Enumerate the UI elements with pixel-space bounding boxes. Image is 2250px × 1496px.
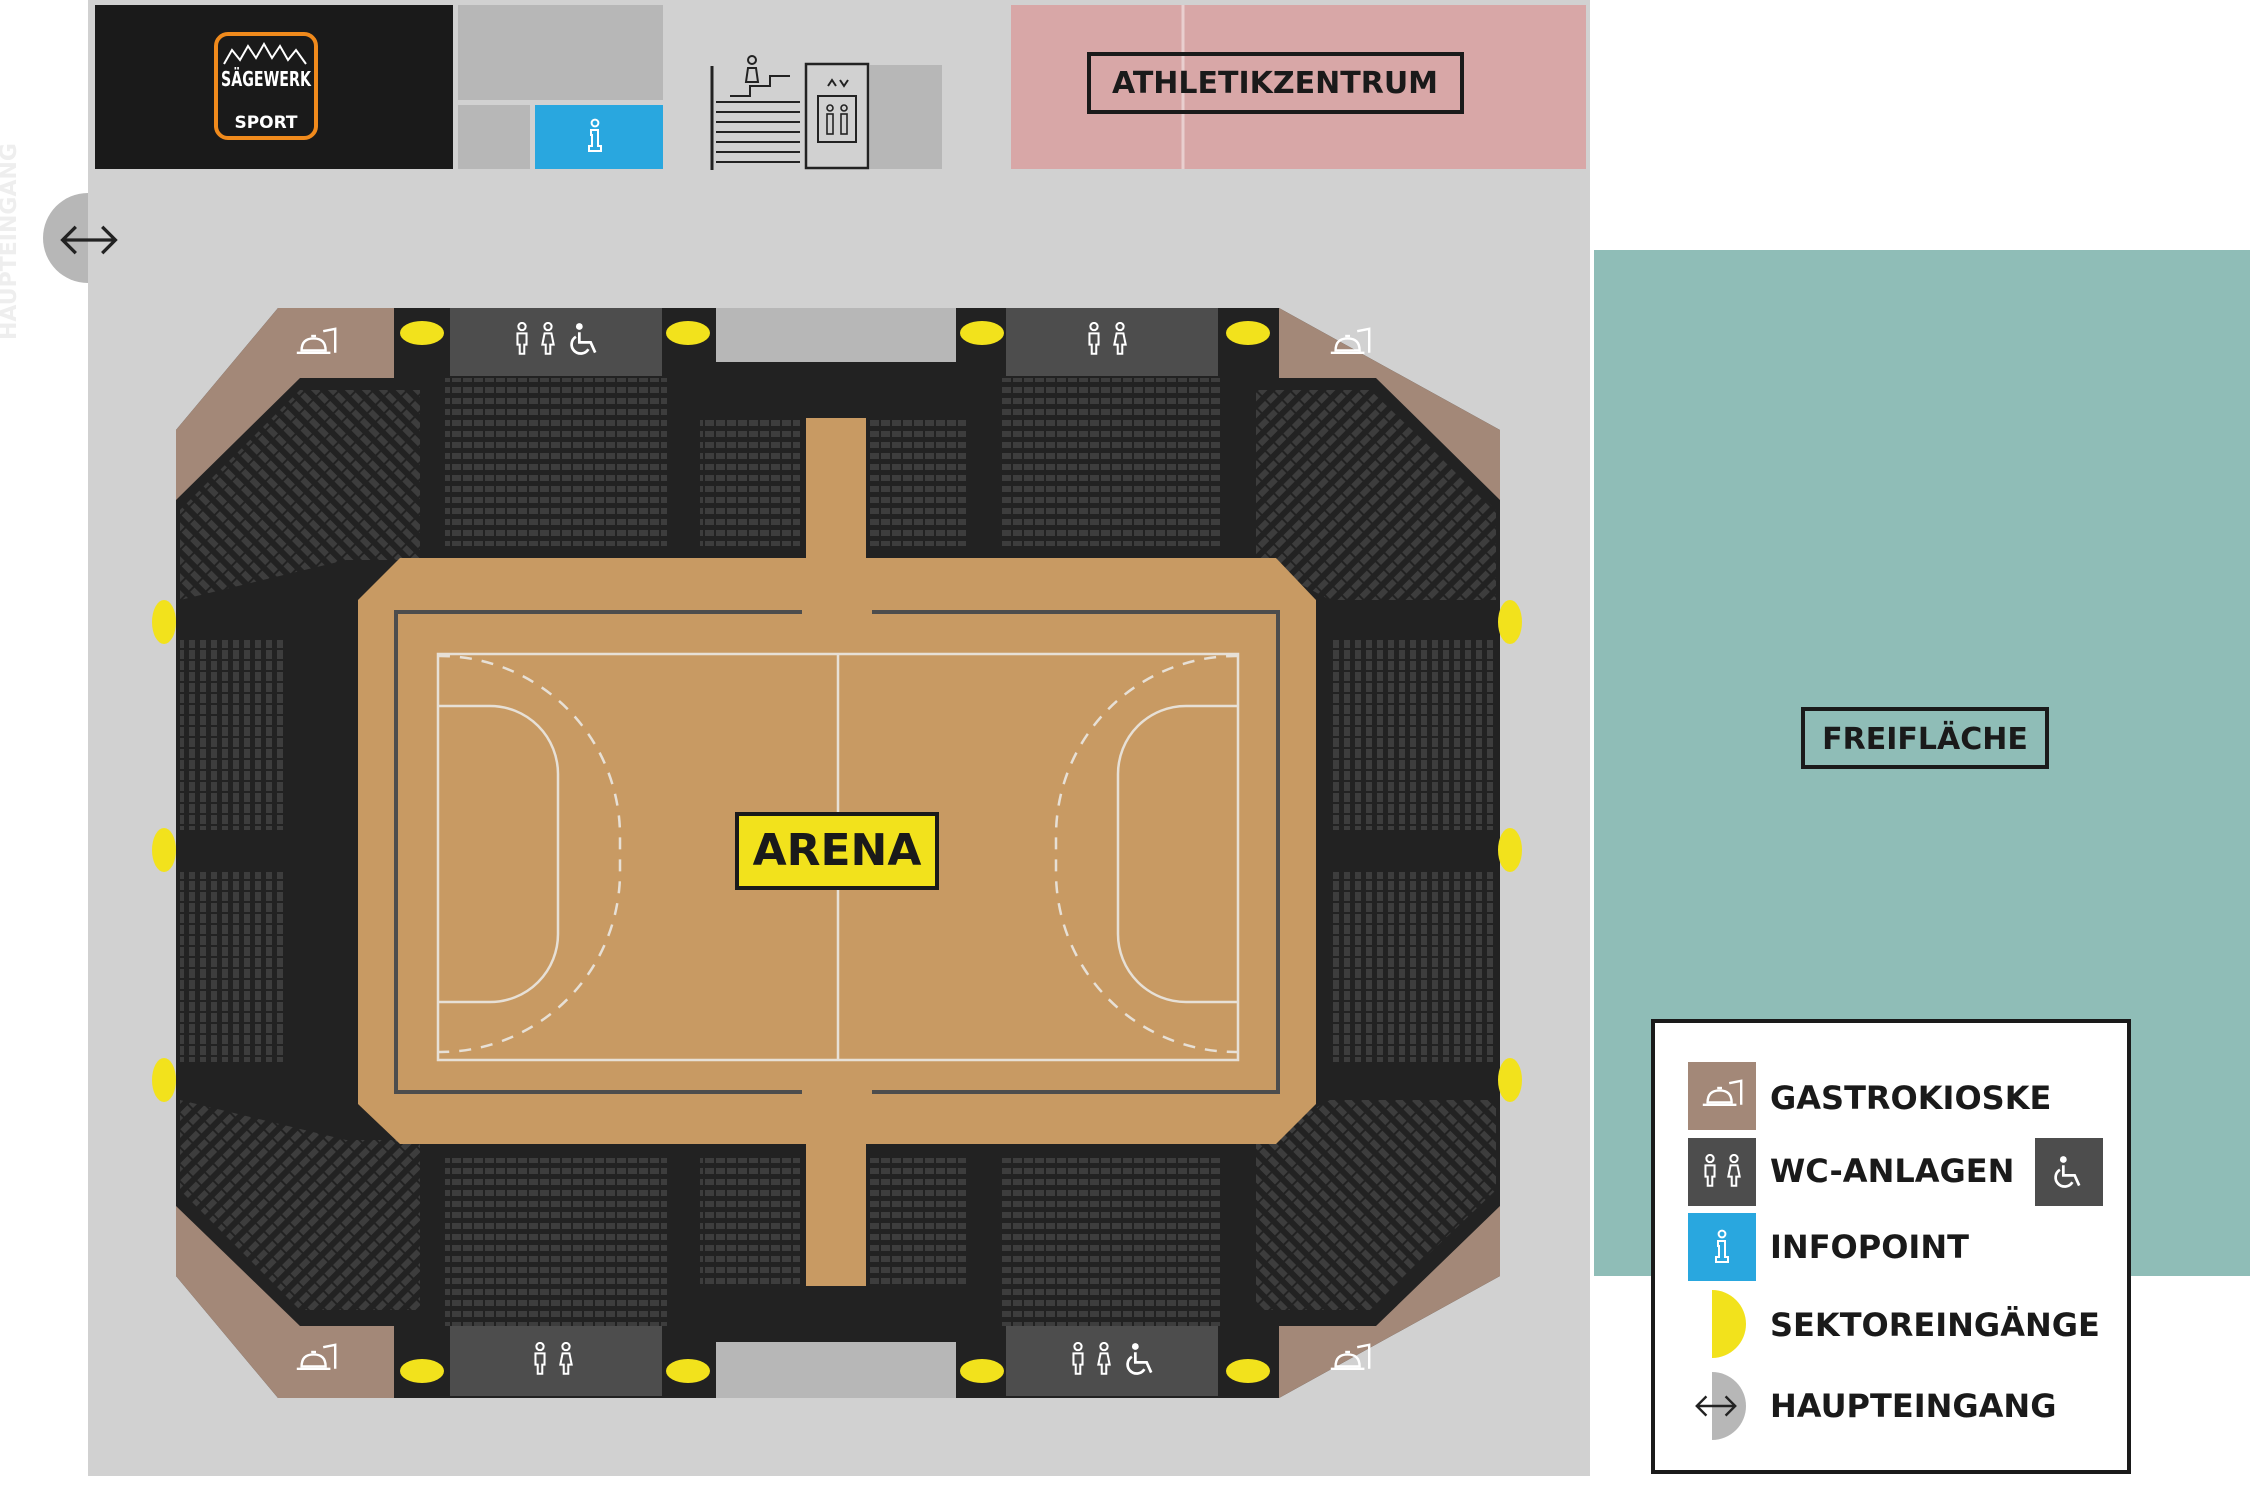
seat-block bbox=[1000, 378, 1222, 546]
court-lines bbox=[436, 652, 1240, 1062]
sector-entrance[interactable] bbox=[1226, 321, 1270, 345]
sector-entrance[interactable] bbox=[666, 321, 710, 345]
seat-block bbox=[180, 1100, 420, 1310]
seat-block bbox=[1000, 1158, 1222, 1326]
sector-entrance[interactable] bbox=[1498, 828, 1522, 872]
stairs-icon bbox=[710, 55, 800, 170]
seat-block bbox=[1256, 390, 1496, 600]
logo-bottom-text: SPORT bbox=[234, 113, 297, 133]
athletikzentrum-label-text: ATHLETIKZENTRUM bbox=[1112, 66, 1438, 101]
sector-entrance[interactable] bbox=[400, 321, 444, 345]
seat-block bbox=[1330, 872, 1496, 1062]
legend-label: HAUPTEINGANG bbox=[1770, 1387, 2056, 1425]
service-area-top bbox=[458, 5, 663, 100]
sector-entrance[interactable] bbox=[1226, 1359, 1270, 1383]
athletikzentrum-label: ATHLETIKZENTRUM bbox=[1087, 52, 1464, 114]
sector-entrance[interactable] bbox=[960, 321, 1004, 345]
seat-block bbox=[1330, 640, 1496, 830]
restroom-bottom-left[interactable] bbox=[450, 1326, 662, 1396]
sector-entrance[interactable] bbox=[666, 1359, 710, 1383]
athletikzentrum-area[interactable] bbox=[1011, 5, 1586, 169]
seat-block bbox=[868, 418, 966, 546]
gray-block-bottom bbox=[716, 1342, 956, 1398]
seat-block bbox=[445, 378, 667, 546]
sector-entrance[interactable] bbox=[152, 600, 176, 644]
sector-entrance[interactable] bbox=[960, 1359, 1004, 1383]
legend-label: SEKTOREINGÄNGE bbox=[1770, 1306, 2100, 1344]
main-entrance-marker[interactable] bbox=[43, 193, 118, 283]
arena-label-text: ARENA bbox=[753, 825, 922, 876]
legend-label: WC-ANLAGEN bbox=[1770, 1152, 2014, 1190]
seat-block bbox=[1256, 1100, 1496, 1310]
freiflaeche-label-text: FREIFLÄCHE bbox=[1822, 721, 2028, 757]
sector-entrances[interactable] bbox=[152, 321, 1522, 1383]
service-area-small bbox=[458, 105, 530, 169]
logo-top-text: SÄGEWERK bbox=[221, 67, 312, 91]
gastro-kiosk[interactable] bbox=[176, 308, 394, 500]
legend-swatch-info bbox=[1688, 1213, 1756, 1281]
legend-swatch-wheelchair bbox=[2035, 1138, 2103, 1206]
sector-entrance[interactable] bbox=[152, 1058, 176, 1102]
elevator-icon bbox=[804, 62, 870, 170]
gastro-kiosk[interactable] bbox=[1279, 1206, 1500, 1398]
seat-blocks bbox=[180, 378, 1496, 1326]
sector-entrance[interactable] bbox=[1498, 1058, 1522, 1102]
seat-block bbox=[445, 1158, 667, 1326]
saegewerk-logo[interactable]: SÄGEWERK SPORT bbox=[214, 32, 318, 140]
legend-label: INFOPOINT bbox=[1770, 1228, 1969, 1266]
side-vertical-text: HAUPTEINGANG bbox=[0, 143, 22, 340]
sector-entrance[interactable] bbox=[400, 1359, 444, 1383]
seat-block bbox=[180, 640, 288, 830]
legend-label: GASTROKIOSKE bbox=[1770, 1079, 2051, 1117]
legend: GASTROKIOSKE WC-ANLAGEN INFOPOINT SEKTOR… bbox=[1651, 1019, 2131, 1474]
seat-block bbox=[868, 1158, 966, 1286]
restroom-bottom-right[interactable] bbox=[1006, 1326, 1218, 1396]
seat-block bbox=[180, 872, 288, 1062]
gastro-kiosk[interactable] bbox=[1279, 308, 1500, 500]
court-boards bbox=[394, 610, 1280, 1094]
legend-swatch-kiosk bbox=[1688, 1062, 1756, 1130]
sector-entrance-icon bbox=[1712, 1290, 1746, 1358]
freiflaeche-label: FREIFLÄCHE bbox=[1801, 707, 2049, 769]
seat-block bbox=[700, 418, 800, 546]
arena-label: ARENA bbox=[735, 812, 939, 890]
seat-block bbox=[180, 390, 420, 600]
gastro-kiosk[interactable] bbox=[176, 1206, 394, 1398]
sector-entrance[interactable] bbox=[152, 828, 176, 872]
sector-entrance[interactable] bbox=[1498, 600, 1522, 644]
seat-block bbox=[700, 1158, 800, 1286]
gray-block-top bbox=[716, 308, 956, 362]
restroom-top-left[interactable] bbox=[450, 308, 662, 376]
elevator-area bbox=[870, 65, 942, 169]
restroom-top-right[interactable] bbox=[1006, 308, 1218, 376]
legend-swatch-restroom bbox=[1688, 1138, 1756, 1206]
